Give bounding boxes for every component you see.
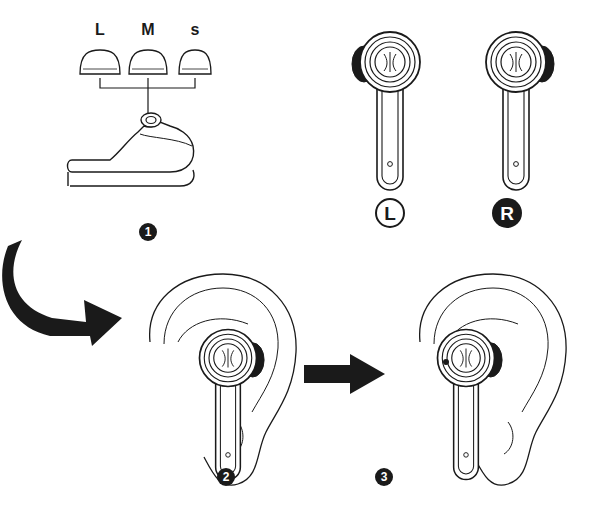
- ear-tip-rim: [182, 69, 208, 70]
- ear-canal: [443, 359, 449, 365]
- size-label: M: [138, 20, 158, 40]
- ear-tip: [129, 50, 167, 74]
- bracket: [100, 78, 195, 118]
- ear: [150, 274, 296, 485]
- ear-tip-rim: [132, 69, 164, 70]
- callout-number: 1: [139, 223, 157, 241]
- callout-number: 3: [375, 468, 393, 486]
- earbud-in-ear: [438, 330, 503, 480]
- curved-arrow: [2, 240, 122, 346]
- ear-tip: [179, 50, 211, 74]
- size-label: L: [90, 20, 110, 40]
- earbud-left: [352, 32, 420, 190]
- earbud-in-ear: [200, 330, 265, 480]
- right-arrow: [304, 354, 385, 394]
- ear: [420, 274, 566, 485]
- earbud-side-view: [68, 113, 194, 186]
- side-marker: L: [375, 198, 405, 228]
- side-marker: R: [492, 198, 522, 228]
- ear-tip: [80, 50, 120, 74]
- callout-number: 2: [217, 468, 235, 486]
- size-label: s: [185, 20, 205, 40]
- ear-tip-rim: [83, 69, 117, 70]
- earbud-right: [486, 32, 554, 190]
